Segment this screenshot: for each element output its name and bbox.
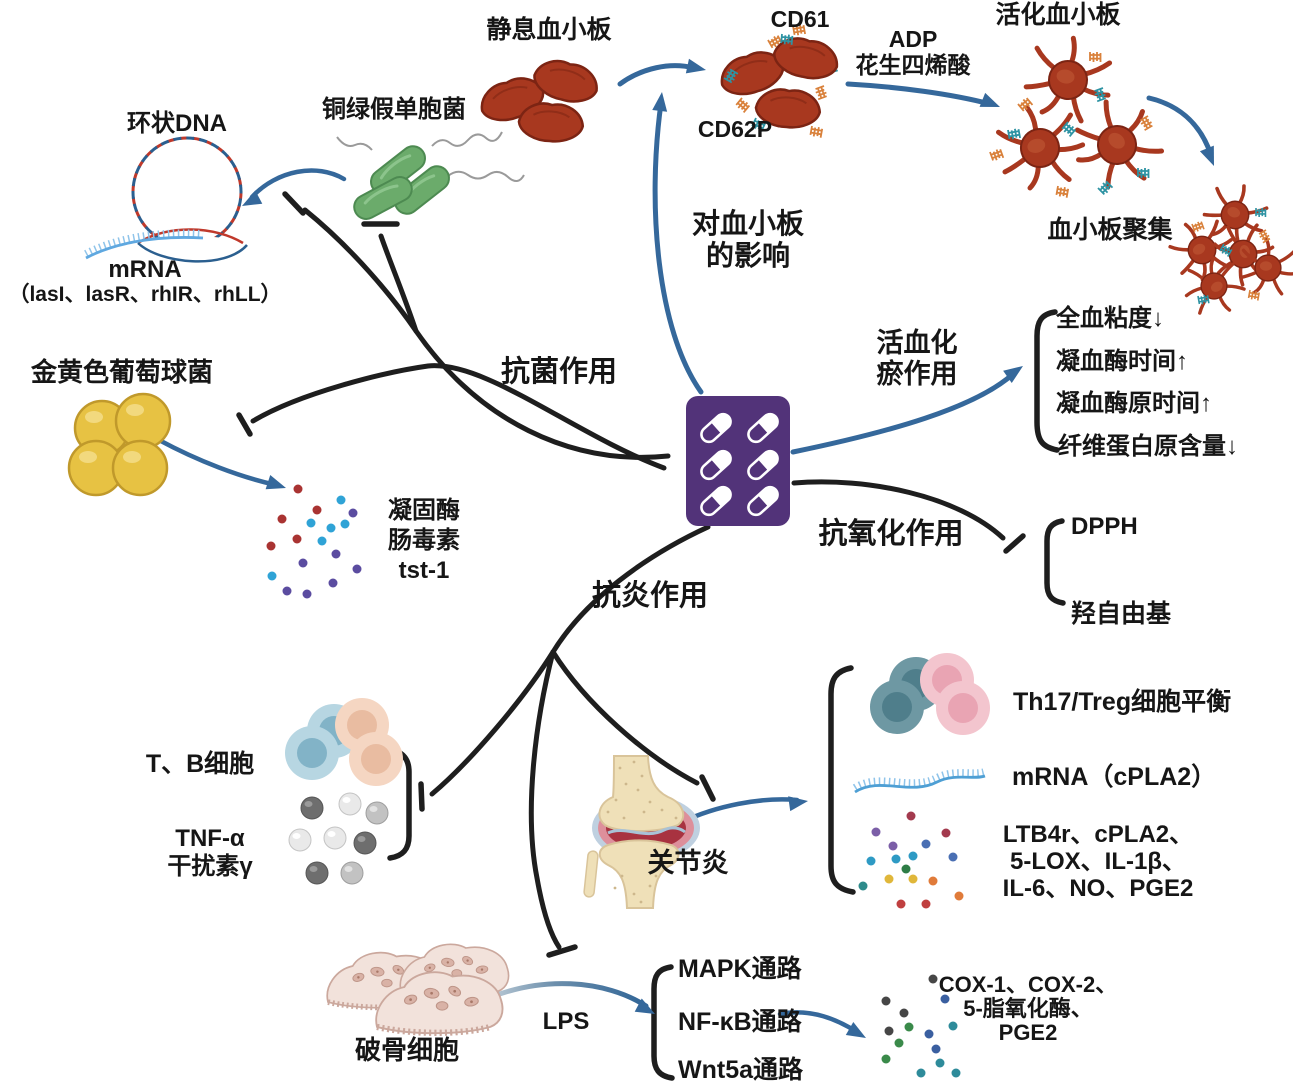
label-adp: ADP 花生四烯酸	[855, 26, 971, 79]
arrows	[156, 58, 1221, 1045]
mrna-strand	[852, 768, 987, 794]
activated-platelets	[990, 32, 1176, 201]
label-dpph: DPPH	[1071, 513, 1138, 540]
label-platelet-effect: 对血小板 的影响	[691, 208, 805, 272]
label-tnf: TNF-α 干扰素γ	[167, 825, 253, 880]
label-mrna-title: mRNA	[108, 256, 182, 283]
label-resting-platelets: 静息血小板	[486, 16, 612, 44]
label-mapk: MAPK通路	[678, 955, 802, 983]
label-wnt5a: Wnt5a通路	[678, 1056, 804, 1084]
brackets	[386, 309, 1066, 1081]
osteoclast-cells	[327, 944, 508, 1033]
label-th17: Th17/Treg细胞平衡	[1013, 688, 1232, 716]
staph-cocci	[67, 392, 172, 497]
label-lps: LPS	[542, 1008, 590, 1035]
circular-dna	[84, 136, 252, 263]
label-ring-dna: 环状DNA	[127, 110, 227, 137]
mediator-dots	[858, 811, 964, 909]
knee-joint	[583, 755, 700, 909]
label-arthritis: 关节炎	[647, 848, 729, 878]
label-fibrinogen: 纤维蛋白原含量↓	[1058, 433, 1238, 460]
label-cd62p: CD62P	[697, 116, 773, 142]
label-cox: COX-1、COX-2、 5-脂氧化酶、 PGE2	[938, 972, 1118, 1046]
label-prothrombin-time: 凝血酶原时间↑	[1056, 390, 1212, 417]
inhibit-lines	[236, 191, 1026, 958]
label-pseudomonas: 铜绿假单胞菌	[322, 96, 466, 123]
enzyme-dots	[881, 974, 961, 1078]
label-osteoclast: 破骨细胞	[354, 1035, 460, 1065]
cytokine-spheres	[288, 792, 389, 885]
bracket-pathways	[651, 964, 675, 1081]
label-cd61: CD61	[770, 6, 830, 32]
label-antioxidant: 抗氧化作用	[818, 518, 964, 550]
label-hydroxyl: 羟自由基	[1071, 600, 1172, 628]
label-activated-platelets: 活化血小板	[995, 1, 1121, 29]
label-nfkb: NF-κB通路	[678, 1008, 802, 1036]
label-antibacterial: 抗菌作用	[500, 356, 618, 388]
tb-cell-cluster	[285, 698, 403, 786]
bracket-arthritis-panel	[828, 665, 856, 895]
label-blood-stasis: 活血化 瘀作用	[876, 328, 958, 390]
bracket-blood-list	[1034, 309, 1060, 453]
label-cytokines: LTB4r、cPLA2、 5-LOX、IL-1β、 IL-6、NO、PGE2	[1002, 821, 1194, 902]
pill-pack	[686, 396, 790, 526]
label-wb-viscosity: 全血粘度↓	[1056, 305, 1164, 332]
platelet-aggregate	[1160, 174, 1293, 327]
label-mrna-cpla2: mRNA（cPLA2）	[1012, 763, 1217, 791]
bracket-antioxidant	[1044, 518, 1066, 606]
label-mrna-genes: （lasI、lasR、rhIR、rhLL）	[8, 283, 282, 306]
label-aggregation: 血小板聚集	[1047, 216, 1173, 244]
label-anti-inflammatory: 抗炎作用	[591, 580, 709, 612]
th17-treg-cells	[870, 653, 990, 735]
label-thrombin-time: 凝血酶时间↑	[1056, 348, 1188, 375]
label-tb-cells: T、B细胞	[145, 750, 255, 778]
label-toxins: 凝固酶 肠毒素 tst-1	[388, 497, 460, 584]
mrna-strand-left	[84, 229, 204, 260]
resting-platelets	[474, 54, 603, 145]
label-s-aureus: 金黄色葡萄球菌	[30, 357, 214, 387]
pseudomonas-bacteria	[336, 131, 525, 225]
toxin-dots	[266, 484, 362, 599]
